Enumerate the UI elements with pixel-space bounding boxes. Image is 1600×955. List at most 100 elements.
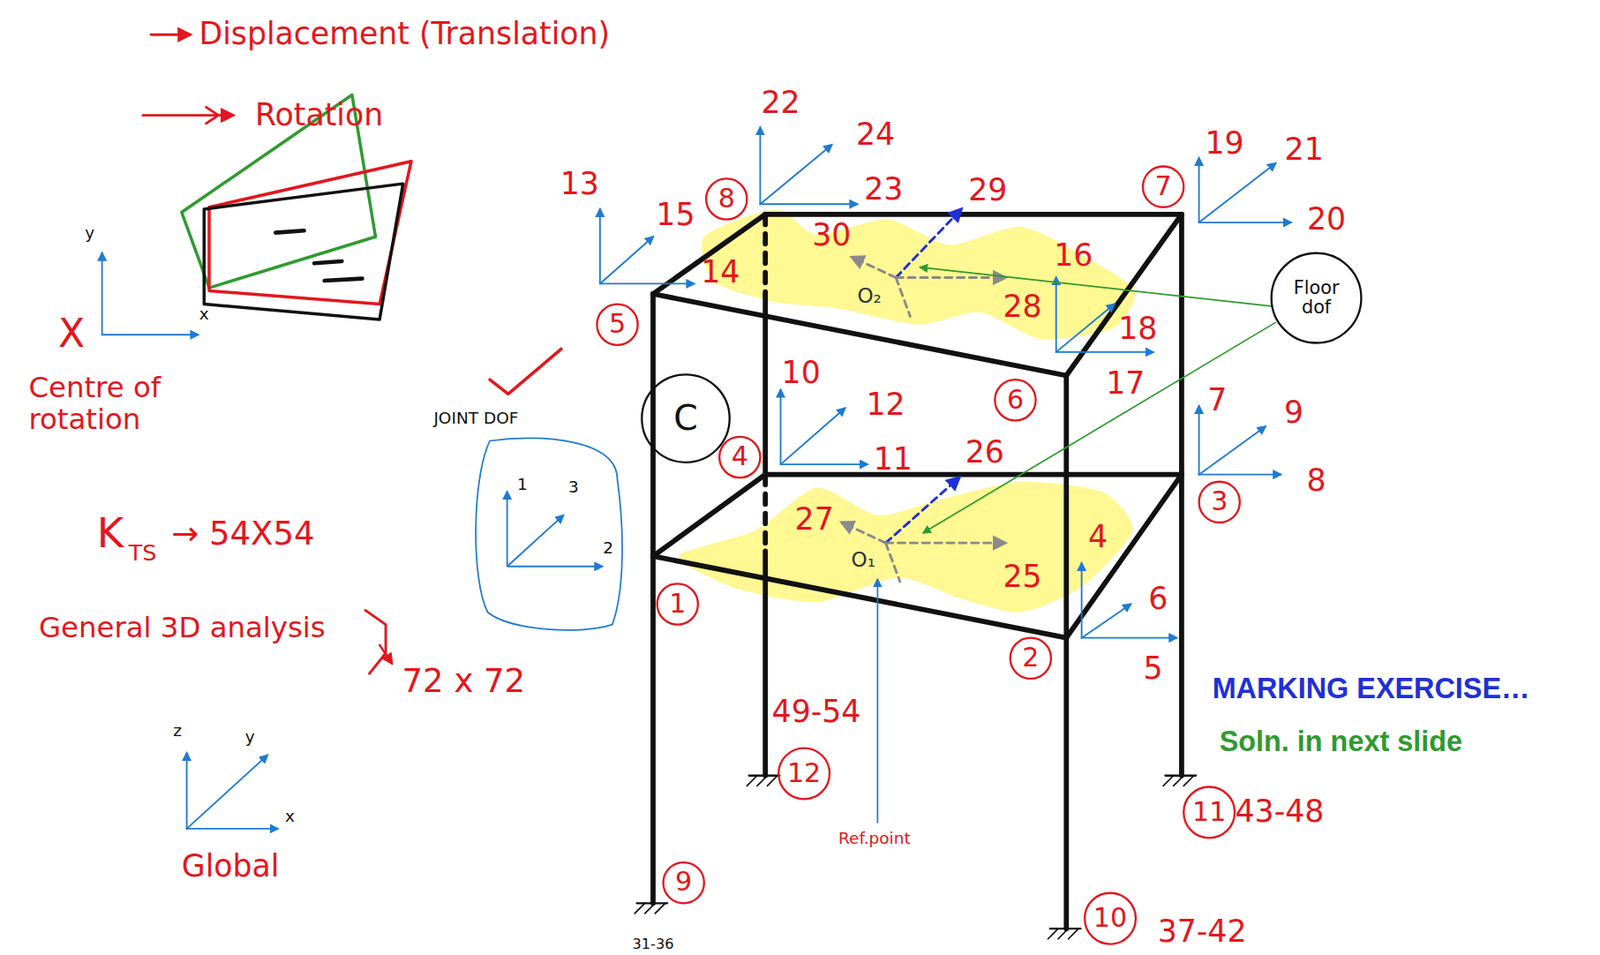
joint-number-circle: 10 xyxy=(1083,891,1138,946)
axis-label: 1 xyxy=(517,475,528,494)
fixed-support xyxy=(749,774,781,777)
dof-arrow xyxy=(780,390,782,465)
original-slab xyxy=(203,183,403,320)
dof-arrow xyxy=(1199,473,1282,476)
callout-text: Ref.point xyxy=(838,829,911,848)
axis-label: z xyxy=(172,721,182,740)
dof-number: 30 xyxy=(811,217,851,252)
dof-number: 28 xyxy=(1002,289,1042,324)
joint-number: 10 xyxy=(1093,904,1127,933)
matrix-size: → 54X54 xyxy=(171,516,315,553)
floor-dof-arrow xyxy=(886,541,1006,545)
joint-number-circle: 8 xyxy=(705,177,748,220)
joint-number-circle: 5 xyxy=(595,302,639,346)
floor-dof-arrow xyxy=(851,256,896,278)
matrix-symbol: K xyxy=(97,510,124,556)
dof-arrow xyxy=(1056,351,1154,354)
support-hatch xyxy=(634,902,646,914)
dof-range: 49-54 xyxy=(772,694,862,729)
dof-arrow xyxy=(600,283,694,286)
handwritten-note: Rotation xyxy=(255,97,384,132)
slide-note: MARKING EXERCISE… xyxy=(1212,673,1531,706)
joint-number: 8 xyxy=(718,185,736,214)
dof-arrow xyxy=(759,202,857,205)
joint-number-circle: 1 xyxy=(656,582,699,625)
joint-number: 3 xyxy=(1210,488,1228,517)
dof-number: 17 xyxy=(1105,366,1145,400)
fixed-support xyxy=(1050,927,1082,930)
floor-dof-arrow xyxy=(841,522,887,543)
axis-arrow xyxy=(187,755,268,829)
handwritten-note: General 3D analysis xyxy=(38,612,326,645)
leader-line xyxy=(923,322,1276,533)
dof-number: 15 xyxy=(655,197,695,232)
dof-number: 25 xyxy=(1002,559,1042,594)
support-hatch xyxy=(746,775,758,787)
reference-point-label: O₁ xyxy=(850,548,875,571)
support-hatch xyxy=(1058,928,1069,939)
dof-number: 18 xyxy=(1118,311,1157,346)
dof-arrow xyxy=(759,144,832,204)
handwritten-note: Displacement (Translation) xyxy=(198,16,610,51)
support-hatch xyxy=(1173,775,1185,787)
frame-member xyxy=(1063,375,1069,639)
dof-range: 43-48 xyxy=(1235,794,1325,828)
displaced-slab xyxy=(209,161,412,305)
dof-number: 14 xyxy=(700,254,740,288)
leader-line xyxy=(877,579,879,823)
frame-member xyxy=(650,293,656,556)
joint-number-circle: 7 xyxy=(1141,165,1185,208)
joint-number-circle: 6 xyxy=(993,378,1037,421)
oval-outline xyxy=(475,437,623,630)
floor-dof-arrow xyxy=(895,276,1006,279)
slab-dash xyxy=(275,230,304,233)
dof-arrow xyxy=(507,565,603,568)
dof-arrow xyxy=(1199,426,1266,474)
dof-number: 26 xyxy=(965,435,1005,469)
dof-arrow xyxy=(1081,604,1132,639)
dof-number: 10 xyxy=(781,355,821,390)
support-hatch xyxy=(654,902,666,914)
panel-heading: JOINT DOF xyxy=(433,409,519,428)
check-mark xyxy=(489,348,562,394)
dof-number: 29 xyxy=(968,172,1007,207)
dof-arrow xyxy=(781,463,868,466)
axis-arrow xyxy=(187,827,278,830)
dof-arrow xyxy=(758,127,761,205)
dof-number: 11 xyxy=(873,442,913,476)
note-circle: C xyxy=(640,373,731,464)
handwritten-note: Global xyxy=(181,848,280,883)
slab-dash xyxy=(324,278,363,281)
handwritten-note: Centre of rotation xyxy=(28,372,207,436)
support-hatch xyxy=(757,775,768,787)
axis-label: y xyxy=(84,223,95,241)
support-hatch xyxy=(645,902,656,914)
floor-dof-arrow xyxy=(886,477,960,543)
dof-number: 19 xyxy=(1204,126,1244,160)
joint-number: 11 xyxy=(1192,798,1226,827)
dof-number: 13 xyxy=(560,166,600,201)
joint-number: 1 xyxy=(668,590,686,619)
slab-dash xyxy=(314,261,342,263)
joint-number: 7 xyxy=(1155,172,1172,202)
joint-number-circle: 3 xyxy=(1197,480,1240,524)
dof-number: 8 xyxy=(1307,462,1327,496)
dof-arrow xyxy=(1198,405,1201,474)
brace xyxy=(365,609,386,674)
bullet-arrow xyxy=(206,106,219,124)
axis-arrow xyxy=(101,253,104,336)
dof-range: 37-42 xyxy=(1157,913,1247,947)
dof-range: 31-36 xyxy=(631,936,674,953)
dof-arrow xyxy=(1199,163,1277,223)
note-text: Floor dof xyxy=(1280,278,1353,318)
note-circle: Floor dof xyxy=(1270,252,1363,345)
frame-member xyxy=(650,555,656,903)
axis-arrow xyxy=(102,333,199,336)
axis-label: 2 xyxy=(602,539,614,557)
dof-arrow xyxy=(506,491,509,566)
floor-dof-axis xyxy=(886,542,901,582)
dof-arrow xyxy=(1055,277,1058,353)
joint-number: 2 xyxy=(1021,644,1039,673)
